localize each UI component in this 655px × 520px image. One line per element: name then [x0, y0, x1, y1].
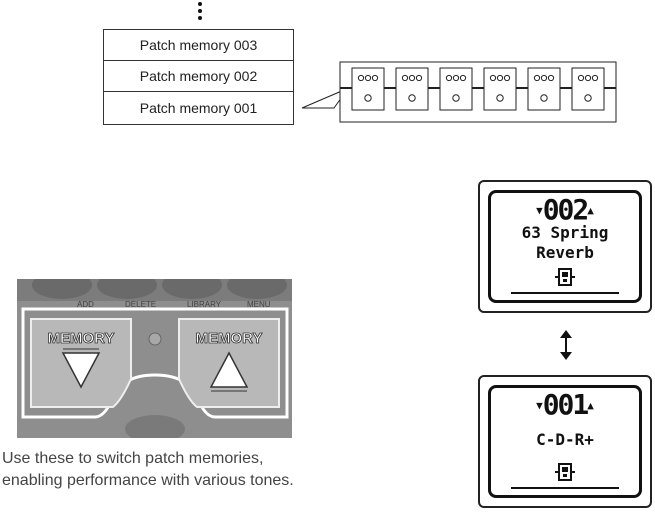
- effect-unit-icon: [527, 67, 561, 111]
- patch-number-display: ▼002▲: [536, 193, 594, 226]
- patch-memory-list: Patch memory 003 Patch memory 002 Patch …: [103, 29, 294, 125]
- patch-number-display: ▼001▲: [536, 388, 594, 421]
- callout-line: [302, 93, 345, 109]
- svg-text:MEMORY: MEMORY: [48, 330, 115, 347]
- patch-name-line2: Reverb: [536, 243, 594, 262]
- patch-memory-item: Patch memory 002: [104, 61, 293, 92]
- effect-chain-diagram: [301, 61, 617, 123]
- chain-frame: [339, 61, 617, 123]
- effect-unit-icon: [351, 67, 385, 111]
- svg-text:LIBRARY: LIBRARY: [187, 300, 222, 309]
- patch-memory-item: Patch memory 003: [104, 30, 293, 61]
- pedal-icon: [555, 463, 575, 481]
- callout-line: [301, 89, 345, 109]
- effect-unit-icon: [439, 67, 473, 111]
- lcd-divider: [511, 487, 619, 489]
- patch-name-line1: C-D-R+: [536, 430, 594, 449]
- lcd-screen-top: ▼002▲ 63 Spring Reverb: [478, 180, 652, 313]
- effect-unit-icon: [571, 67, 605, 111]
- lcd-divider: [511, 292, 619, 294]
- pedal-photo: ADD DELETE LIBRARY MENU MEMORY MEMORY: [17, 279, 292, 438]
- svg-text:MENU: MENU: [247, 300, 271, 309]
- more-dots-icon: [196, 2, 204, 24]
- effect-unit-icon: [483, 67, 517, 111]
- svg-text:ADD: ADD: [77, 300, 94, 309]
- up-triangle-icon: ▲: [587, 399, 594, 412]
- lcd-screen-bottom: ▼001▲ C-D-R+: [478, 375, 652, 508]
- svg-text:MEMORY: MEMORY: [196, 330, 263, 347]
- pedal-icon: [555, 268, 575, 286]
- caption-text: Use these to switch patch memories, enab…: [2, 450, 294, 489]
- up-triangle-icon: ▲: [587, 204, 594, 217]
- patch-memory-item: Patch memory 001: [139, 100, 258, 116]
- effect-unit-icon: [395, 67, 429, 111]
- up-down-arrow-icon: [560, 330, 572, 360]
- down-triangle-icon: ▼: [536, 399, 543, 412]
- svg-text:DELETE: DELETE: [125, 300, 156, 309]
- patch-name-line1: 63 Spring: [521, 223, 609, 242]
- down-triangle-icon: ▼: [536, 204, 543, 217]
